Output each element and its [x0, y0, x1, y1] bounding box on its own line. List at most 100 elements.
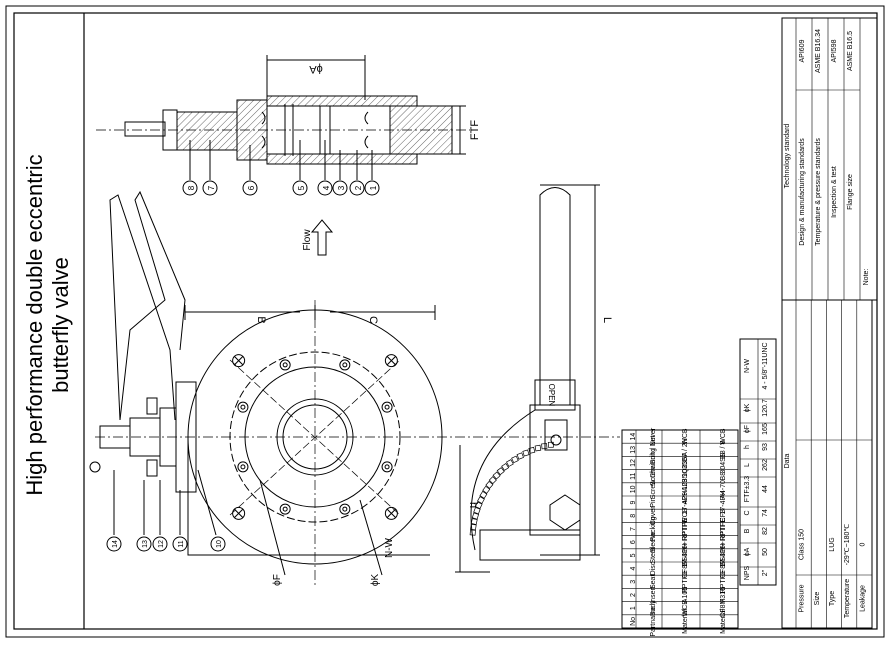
parts-cell: No: [630, 617, 637, 626]
callout-8: 8: [187, 185, 196, 190]
bolt-hole-inner: [384, 404, 390, 410]
parts-cell: 5: [630, 553, 637, 557]
parts-cell: A4-70: [720, 480, 727, 499]
ratchet-teeth: [469, 441, 554, 536]
parts-cell: 4: [630, 567, 637, 571]
side-callouts: 14 13 12 11 10: [106, 536, 226, 552]
ratchet-tooth: [488, 476, 497, 485]
parts-cell: CF8M: [720, 599, 727, 618]
parts-cell: 6: [630, 540, 637, 544]
parts-cell: 7: [630, 527, 637, 531]
parts-cell: 8: [630, 514, 637, 518]
bolt-hole: [279, 503, 291, 515]
parts-cell: Sleeve: [650, 531, 657, 553]
dim-C: C: [367, 316, 379, 324]
lug-hole-cross: [234, 509, 243, 518]
dims-value: 82: [762, 527, 769, 535]
parts-cell: 12: [630, 459, 637, 467]
dim-FTF: FTF: [469, 120, 481, 140]
parts-cell: 10: [630, 485, 637, 493]
ratchet-tooth: [547, 441, 554, 448]
dims-header: NPS: [744, 565, 751, 580]
ratchet-tooth: [470, 518, 478, 525]
parts-cell: RPTFE: [682, 570, 689, 593]
parts-cell: RPTFE: [720, 517, 727, 540]
parts-cell: 304SS: [720, 452, 727, 473]
ratchet-tooth: [534, 444, 542, 452]
dim-h: h: [467, 502, 479, 508]
tech-value: API598: [831, 39, 838, 62]
ratchet-tooth: [496, 467, 505, 476]
data-value: 0: [859, 542, 866, 546]
dims-header: N-W: [744, 359, 751, 373]
parts-cell: Screw: [650, 466, 657, 486]
tech-value: ASME B16.5: [847, 31, 854, 71]
parts-cell: Lever: [650, 427, 657, 445]
callout-3: 3: [337, 185, 346, 190]
dims-header: C: [744, 510, 751, 515]
lug-hole: [384, 506, 398, 520]
dim-phiA: ϕA: [309, 63, 323, 75]
bolt-holes: [232, 354, 398, 520]
tech-value: ASME B16.34: [815, 29, 822, 73]
parts-cell: WCB: [682, 600, 689, 617]
dim-NW: N-W: [384, 537, 395, 558]
dim-phiK: ϕK: [370, 574, 381, 587]
parts-cell: Pin: [650, 497, 657, 507]
parts-cell: 17-4PH: [682, 544, 689, 568]
ratchet-tooth: [492, 471, 501, 480]
parts-cell: Material: [682, 609, 689, 634]
dims-header: ϕK: [744, 403, 751, 412]
parts-cell: 3: [630, 580, 637, 584]
dim-B: B: [255, 316, 267, 323]
dims-value: 50: [762, 548, 769, 556]
callout-6: 6: [247, 185, 256, 190]
ratchet-tooth: [479, 490, 488, 499]
callout-5: 5: [297, 185, 306, 190]
parts-cell: SS316+RPTFE: [682, 518, 689, 566]
ratchet-tooth: [501, 463, 510, 471]
parts-cell: Packing: [650, 516, 657, 541]
ratchet-tooth: [471, 512, 480, 520]
bolt-hole: [279, 359, 291, 371]
parts-cell: WCB: [682, 507, 689, 524]
bolt-hole-inner: [282, 362, 288, 368]
ratchet-tooth: [470, 523, 477, 531]
parts-cell: Disc: [650, 561, 657, 575]
parts-cell: A105: [682, 587, 689, 603]
dims-value: 120.7: [762, 399, 769, 417]
dims-value: 74: [762, 509, 769, 517]
flow-label: Flow: [302, 229, 313, 251]
dims-header: B: [744, 528, 751, 533]
parts-cell: B8: [720, 472, 727, 481]
bolt-hole-inner: [384, 464, 390, 470]
data-value: Class 150: [799, 529, 806, 560]
parts-cell: WCB: [682, 428, 689, 445]
ratchet-tooth: [477, 496, 485, 504]
parts-cell: Cover: [650, 506, 657, 525]
front-view: [89, 190, 620, 585]
section-view: [96, 55, 470, 180]
parts-cell: Screw: [650, 479, 657, 499]
inner-border: [13, 12, 878, 630]
parts-cell: CF8M: [720, 559, 727, 578]
parts-cell: CF8: [720, 509, 727, 522]
title-line-1: High performance double eccentric: [22, 154, 47, 495]
lug-hole: [384, 354, 398, 368]
front-dim-labels: B C h ϕF ϕK N-W: [255, 316, 479, 586]
dim-L: L: [601, 317, 613, 323]
callout-4: 4: [322, 185, 331, 190]
lug-hole-cross: [387, 509, 396, 518]
dims-value: 93: [762, 443, 769, 451]
parts-cell: 17-4PH: [682, 491, 689, 515]
lever-top-view: [470, 184, 600, 561]
data-table-title: Data: [784, 454, 791, 469]
parts-cell: RPTFE: [682, 517, 689, 540]
parts-cell: 2: [630, 593, 637, 597]
top-callouts: 8 7 6 5 4 3 2 1: [182, 180, 380, 196]
flow-arrow: Flow: [302, 219, 334, 256]
callout-12: 12: [158, 540, 165, 548]
